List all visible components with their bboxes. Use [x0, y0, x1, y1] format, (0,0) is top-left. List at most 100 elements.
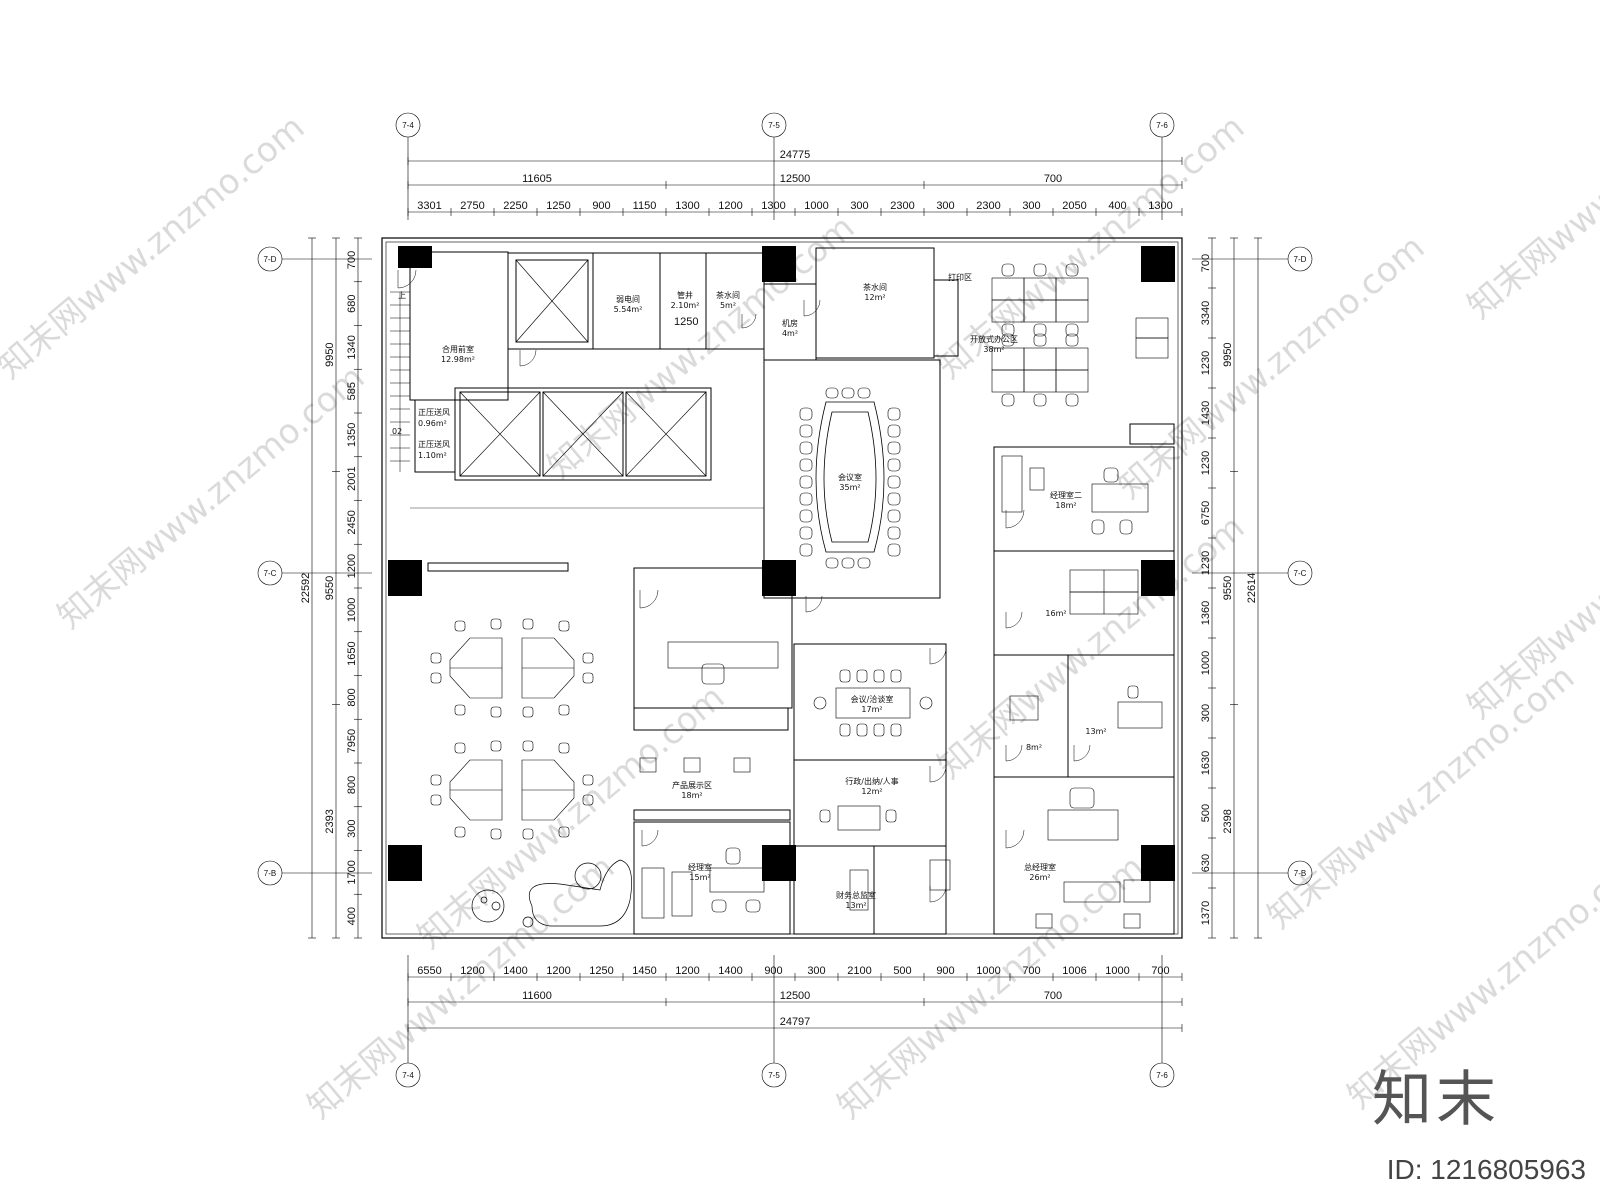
top-segment-dim: 2300 [890, 200, 914, 212]
right-segment-dim: 700 [1200, 254, 1212, 272]
right-segment-dim: 1000 [1200, 651, 1212, 675]
room-name: 打印区 [948, 272, 972, 282]
bottom-segment-dim: 1400 [503, 965, 527, 977]
open-office-desks [991, 263, 1169, 407]
bottom-overall-dim: 24797 [780, 1016, 811, 1028]
stair-up-label: 上 [398, 291, 406, 300]
top-segment-dim: 1000 [804, 200, 828, 212]
right-segment-dim: 300 [1200, 704, 1212, 722]
room-area: 12m² [861, 787, 882, 796]
top-segment-dim: 1300 [675, 200, 699, 212]
left-split-dim: 2393 [324, 809, 336, 833]
top-segment-dim: 300 [850, 200, 868, 212]
bottom-segment-dim: 700 [1151, 965, 1169, 977]
top-segment-dim: 300 [1022, 200, 1040, 212]
fan-room-2-label: 正压送风 [418, 439, 450, 449]
room-name: 开放式办公区 [970, 334, 1018, 344]
top-split-dim: 700 [1044, 173, 1062, 185]
bottom-split-dim: 12500 [780, 990, 811, 1002]
room-area: 26m² [1029, 873, 1050, 882]
axis-label-7-5: 7-5 [768, 1071, 780, 1080]
left-segment-dim: 2001 [346, 466, 358, 490]
bottom-segment-dim: 1400 [718, 965, 742, 977]
bottom-segment-dim: 1006 [1062, 965, 1086, 977]
watermark-text: 知末网www.znzmo.com [0, 107, 312, 386]
room-name: 会议室 [838, 472, 862, 482]
watermark-text: 知末网www.znzmo.com [1460, 47, 1600, 326]
bottom-segment-dim: 1450 [632, 965, 656, 977]
right-segment-dim: 1360 [1200, 601, 1212, 625]
right-segment-dim: 3340 [1200, 301, 1212, 325]
axis-label-7-4: 7-4 [402, 1071, 414, 1080]
bottom-segment-dim: 1200 [546, 965, 570, 977]
room-area: 35m² [839, 483, 860, 492]
bottom-split-dim: 700 [1044, 990, 1062, 1002]
top-overall-dim: 24775 [780, 149, 811, 161]
left-segment-dim: 680 [346, 294, 358, 312]
room-name: 经理室 [688, 862, 712, 872]
top-segment-dim: 2750 [460, 200, 484, 212]
left-split-dim: 9550 [324, 576, 336, 600]
watermark-layer: 知末网www.znzmo.com 知末网www.znzmo.com 知末网www.z… [0, 47, 1600, 1126]
conference-chairs [799, 387, 901, 569]
top-split-dim: 12500 [780, 173, 811, 185]
left-segment-dim: 800 [346, 688, 358, 706]
left-segment-dim: 7950 [346, 729, 358, 753]
top-segment-dim: 900 [592, 200, 610, 212]
room-name: 茶水间 [716, 290, 740, 300]
bottom-segment-dim: 700 [1022, 965, 1040, 977]
room-name: 茶水间 [863, 282, 887, 292]
brand-logo: 知末 [1372, 1065, 1500, 1135]
room-area: 2.10m² [671, 301, 700, 310]
room-labels: 合用前室12.98m²弱电间5.54m²管井2.10m²茶水间5m²机房4m²茶… [441, 272, 1107, 910]
top-segment-dim: 1300 [1148, 200, 1172, 212]
fan-room-2-area: 1.10m² [418, 451, 447, 460]
right-segment-dim: 1230 [1200, 351, 1212, 375]
bottom-segment-dim: 300 [807, 965, 825, 977]
room-name: 弱电间 [616, 294, 640, 304]
axis-label-7-C: 7-C [1294, 569, 1307, 578]
top-segment-dim: 3301 [417, 200, 441, 212]
left-segment-dim: 300 [346, 819, 358, 837]
top-segment-dim: 300 [936, 200, 954, 212]
interior-partitions [409, 247, 1175, 935]
bottom-segment-dim: 1200 [675, 965, 699, 977]
meeting-table [813, 669, 933, 737]
watermark-text: 知末网www.znzmo.com [830, 847, 1152, 1126]
office-furniture [641, 455, 1163, 929]
fan-room-1-label: 正压送风 [418, 407, 450, 417]
right-segment-dim: 1430 [1200, 401, 1212, 425]
room-area: 13m² [845, 901, 866, 910]
top-segment-dim: 1300 [761, 200, 785, 212]
left-segment-dim: 1340 [346, 335, 358, 359]
bottom-split-dim: 11600 [522, 990, 552, 1002]
bottom-segment-dim: 2100 [847, 965, 871, 977]
right-split-dim: 9550 [1222, 576, 1234, 600]
image-id-label: ID: 1216805963 [1386, 1154, 1586, 1185]
right-split-dim: 2398 [1222, 809, 1234, 833]
room-area: 12m² [864, 293, 885, 302]
bottom-segment-dim: 1200 [460, 965, 484, 977]
top-segment-dim: 400 [1108, 200, 1126, 212]
left-split-dim: 9950 [324, 342, 336, 366]
top-segment-dim: 2250 [503, 200, 527, 212]
left-segment-dim: 400 [346, 907, 358, 925]
axis-label-7-6: 7-6 [1156, 121, 1168, 130]
room-name: 财务总监室 [836, 890, 876, 900]
left-segment-dim: 800 [346, 776, 358, 794]
room-area: 12.98m² [441, 355, 475, 364]
axis-label-7-4: 7-4 [402, 121, 414, 130]
axis-label-7-6: 7-6 [1156, 1071, 1168, 1080]
bottom-segment-dim: 500 [893, 965, 911, 977]
misc-labels: 上 正压送风 0.96m² 正压送风 1.10m² 1250 02 [392, 291, 698, 460]
axis-label-7-5: 7-5 [768, 121, 780, 130]
conference-table [815, 401, 885, 553]
right-segment-dim: 1230 [1200, 451, 1212, 475]
left-overall-dim: 22592 [300, 573, 312, 604]
elevator-shafts [459, 259, 707, 477]
watermark-text: 知末网www.znzmo.com [930, 107, 1252, 386]
bottom-segment-dim: 900 [764, 965, 782, 977]
right-segment-dim: 1630 [1200, 751, 1212, 775]
right-segment-dim: 500 [1200, 804, 1212, 822]
